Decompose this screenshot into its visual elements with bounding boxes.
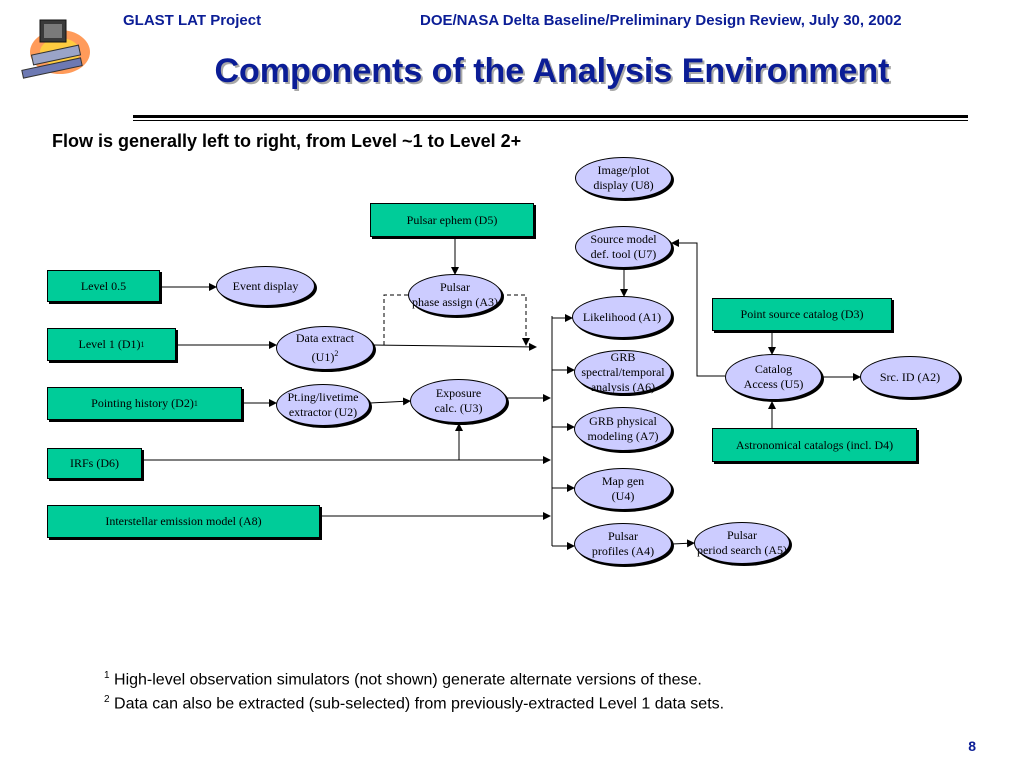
arrow-profiles-period [671,539,695,548]
box-irfs-label: IRFs (D6) [69,456,119,470]
oval-event-display: Event display [216,266,315,306]
box-point-source-catalog-label: Point source catalog (D3) [740,307,864,321]
dashed-phase-branch [383,294,408,345]
oval-data-extract-label: Data extract (U1)2 [296,331,354,365]
arrow-catalog-source [671,239,725,377]
box-level-1-label: Level 1 (D1) [78,337,141,351]
arrow-ptg-exposure [369,397,411,406]
oval-image-plot-label: Image/plot display (U8) [593,163,654,192]
footnote-1-marker: 1 [193,399,198,408]
oval-ptg-livetime-label: Pt.ing/livetime extractor (U2) [287,390,359,419]
oval-map-gen: Map gen (U4) [574,468,672,510]
footnote-2-text: Data can also be extracted (sub-selected… [109,695,725,713]
oval-src-id-label: Src. ID (A2) [879,369,941,384]
arrow-extract-bus [373,342,537,351]
box-level-0-5: Level 0.5 [47,270,160,302]
footnote-1-marker: 1 [140,340,145,349]
title-rule-thin [133,120,968,121]
oval-likelihood: Likelihood (A1) [572,296,672,338]
footnote-2-marker: 2 [334,349,339,358]
oval-src-id: Src. ID (A2) [860,356,960,398]
oval-pulsar-phase-assign: Pulsar phase assign (A3) [408,274,502,316]
oval-catalog-access: Catalog Access (U5) [725,354,822,400]
glast-satellite-logo-icon [21,19,90,79]
box-interstellar-label: Interstellar emission model (A8) [105,514,262,528]
box-pointing-history: Pointing history (D2)1 [47,387,242,420]
box-pulsar-ephem: Pulsar ephem (D5) [370,203,534,237]
oval-exposure-calc-label: Exposure calc. (U3) [434,386,483,415]
box-point-source-catalog: Point source catalog (D3) [712,298,892,331]
oval-likelihood-label: Likelihood (A1) [582,309,662,324]
box-astronomical-catalogs: Astronomical catalogs (incl. D4) [712,428,917,462]
box-level-0-5-label: Level 0.5 [80,278,127,293]
footnote-1-text: High-level observation simulators (not s… [109,671,702,689]
header-review: DOE/NASA Delta Baseline/Preliminary Desi… [420,12,902,29]
page-number: 8 [968,738,976,754]
oval-data-extract: Data extract (U1)2 [276,326,374,370]
oval-ptg-livetime: Pt.ing/livetime extractor (U2) [276,384,370,426]
oval-pulsar-profiles-label: Pulsar profiles (A4) [591,529,655,558]
oval-catalog-access-label: Catalog Access (U5) [743,362,804,391]
dashed-phase-out [500,294,530,346]
oval-source-model-tool: Source model def. tool (U7) [575,226,672,268]
oval-source-model-label: Source model def. tool (U7) [590,232,657,261]
oval-pulsar-period-label: Pulsar period search (A5) [697,528,787,557]
oval-exposure-calc: Exposure calc. (U3) [410,379,507,423]
oval-grb-physical: GRB physical modeling (A7) [574,407,672,451]
box-pointing-history-label: Pointing history (D2) [91,396,194,410]
box-irfs: IRFs (D6) [47,448,142,479]
oval-image-plot-display: Image/plot display (U8) [575,157,672,199]
oval-data-extract-text: Data extract (U1) [295,331,355,364]
page-title: Components of the Analysis Environment [214,52,890,90]
oval-pulsar-phase-label: Pulsar phase assign (A3) [412,280,498,309]
oval-grb-spectral-label: GRB spectral/temporal analysis (A6) [581,349,665,394]
footnote-2-mark: 2 [104,694,110,705]
footnote-1-mark: 1 [104,670,110,681]
subtitle: Flow is generally left to right, from Le… [52,131,522,151]
oval-map-gen-label: Map gen (U4) [601,474,645,503]
box-interstellar-emission: Interstellar emission model (A8) [47,505,320,538]
oval-pulsar-period-search: Pulsar period search (A5) [694,522,790,564]
box-astronomical-catalogs-label: Astronomical catalogs (incl. D4) [735,437,894,452]
header-project: GLAST LAT Project [123,12,262,29]
footnote-1: 1 High-level observation simulators (not… [104,670,702,689]
box-pulsar-ephem-label: Pulsar ephem (D5) [406,212,498,227]
title-rule [133,115,968,118]
oval-event-display-label: Event display [232,278,299,293]
oval-grb-spectral: GRB spectral/temporal analysis (A6) [574,350,672,394]
oval-pulsar-profiles: Pulsar profiles (A4) [574,523,672,565]
oval-grb-physical-label: GRB physical modeling (A7) [587,414,659,443]
box-level-1: Level 1 (D1)1 [47,328,176,361]
footnote-2: 2 Data can also be extracted (sub-select… [104,694,724,713]
